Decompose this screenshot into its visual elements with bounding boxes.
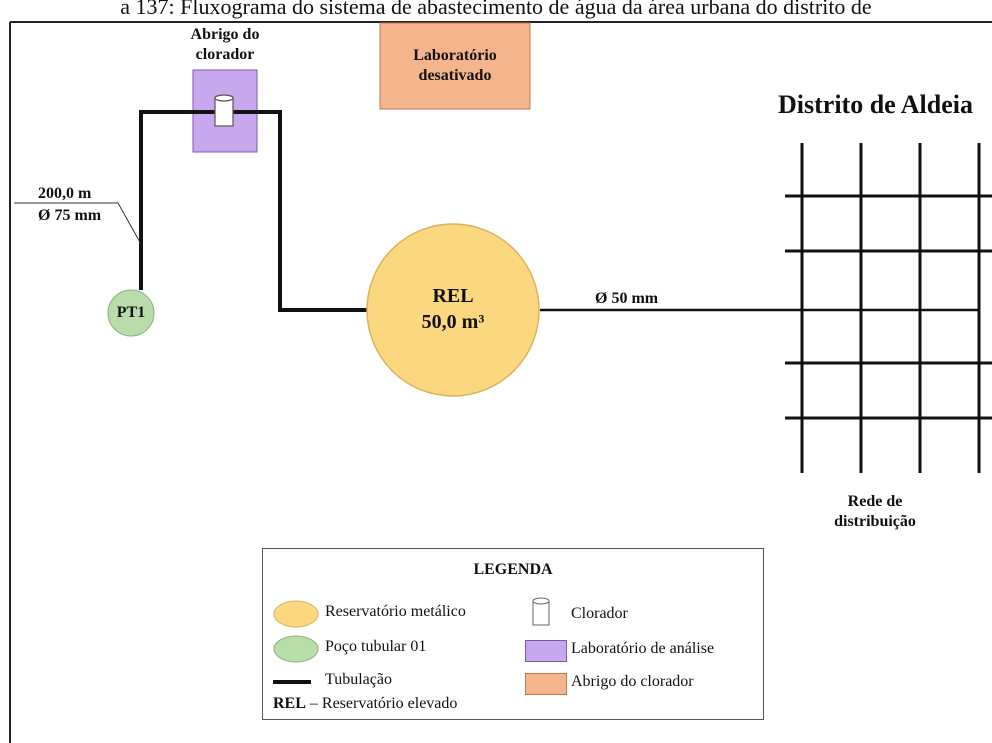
chlorinator-shelter-label: Abrigo do clorador — [165, 25, 285, 65]
pipe-length-label: 200,0 m — [38, 185, 92, 202]
legend-box: LEGENDA Reservatório metálico Poço tubul… — [262, 548, 764, 720]
reservoir-circle — [366, 223, 540, 397]
legend-shelter-swatch — [525, 673, 567, 695]
pipe-diameter-75-label: Ø 75 mm — [38, 207, 102, 224]
chlorinator-shelter-label-line1: Abrigo do — [190, 26, 260, 43]
legend-pipe-swatch — [273, 680, 311, 684]
figure-caption: a 137: Fluxograma do sistema de abasteci… — [120, 0, 872, 19]
legend-rel-line: REL – Reservatório elevado — [273, 695, 457, 713]
legend-rel-abbr: REL — [273, 695, 306, 712]
legend-title: LEGENDA — [473, 561, 553, 578]
legend-chlorinator-label: Clorador — [571, 605, 628, 622]
legend-lab-swatch — [525, 640, 567, 662]
legend-shelter-label: Abrigo do clorador — [571, 673, 694, 690]
distribution-network-label-line2: distribuição — [834, 513, 916, 530]
pipe-label-leader — [14, 202, 142, 245]
distribution-network-label: Rede de distribuição — [815, 492, 935, 532]
pipe-diameter-50-label: Ø 50 mm — [595, 290, 659, 307]
pipe-main — [139, 110, 368, 312]
well-label: PT1 — [116, 304, 146, 321]
legend-reservoir-label: Reservatório metálico — [325, 603, 466, 620]
laboratory-label-line1: Laboratório — [413, 47, 497, 64]
laboratory-box — [379, 22, 531, 110]
laboratory-label: Laboratório desativado — [380, 46, 530, 86]
district-title: Distrito de Aldeia — [778, 90, 973, 119]
distribution-grid — [785, 143, 992, 473]
chlorinator-icon-top — [214, 94, 234, 102]
reservoir-label: REL 50,0 m³ — [383, 283, 523, 335]
distribution-network-label-line1: Rede de — [847, 493, 903, 510]
legend-rel-desc: – Reservatório elevado — [309, 695, 458, 712]
chlorinator-icon — [214, 97, 234, 127]
reservoir-label-line2: 50,0 m³ — [421, 311, 485, 333]
legend-lab-label: Laboratório de análise — [571, 640, 715, 657]
legend-chlorinator-icon — [532, 597, 550, 626]
chlorinator-shelter-label-line2: clorador — [195, 46, 255, 63]
legend-pipe-label: Tubulação — [325, 671, 392, 688]
laboratory-label-line2: desativado — [418, 67, 492, 84]
legend-well-swatch — [273, 635, 319, 663]
legend-reservoir-swatch — [273, 600, 319, 628]
well-circle — [107, 289, 155, 337]
reservoir-label-line1: REL — [432, 285, 474, 307]
legend-well-label: Poço tubular 01 — [325, 638, 427, 655]
